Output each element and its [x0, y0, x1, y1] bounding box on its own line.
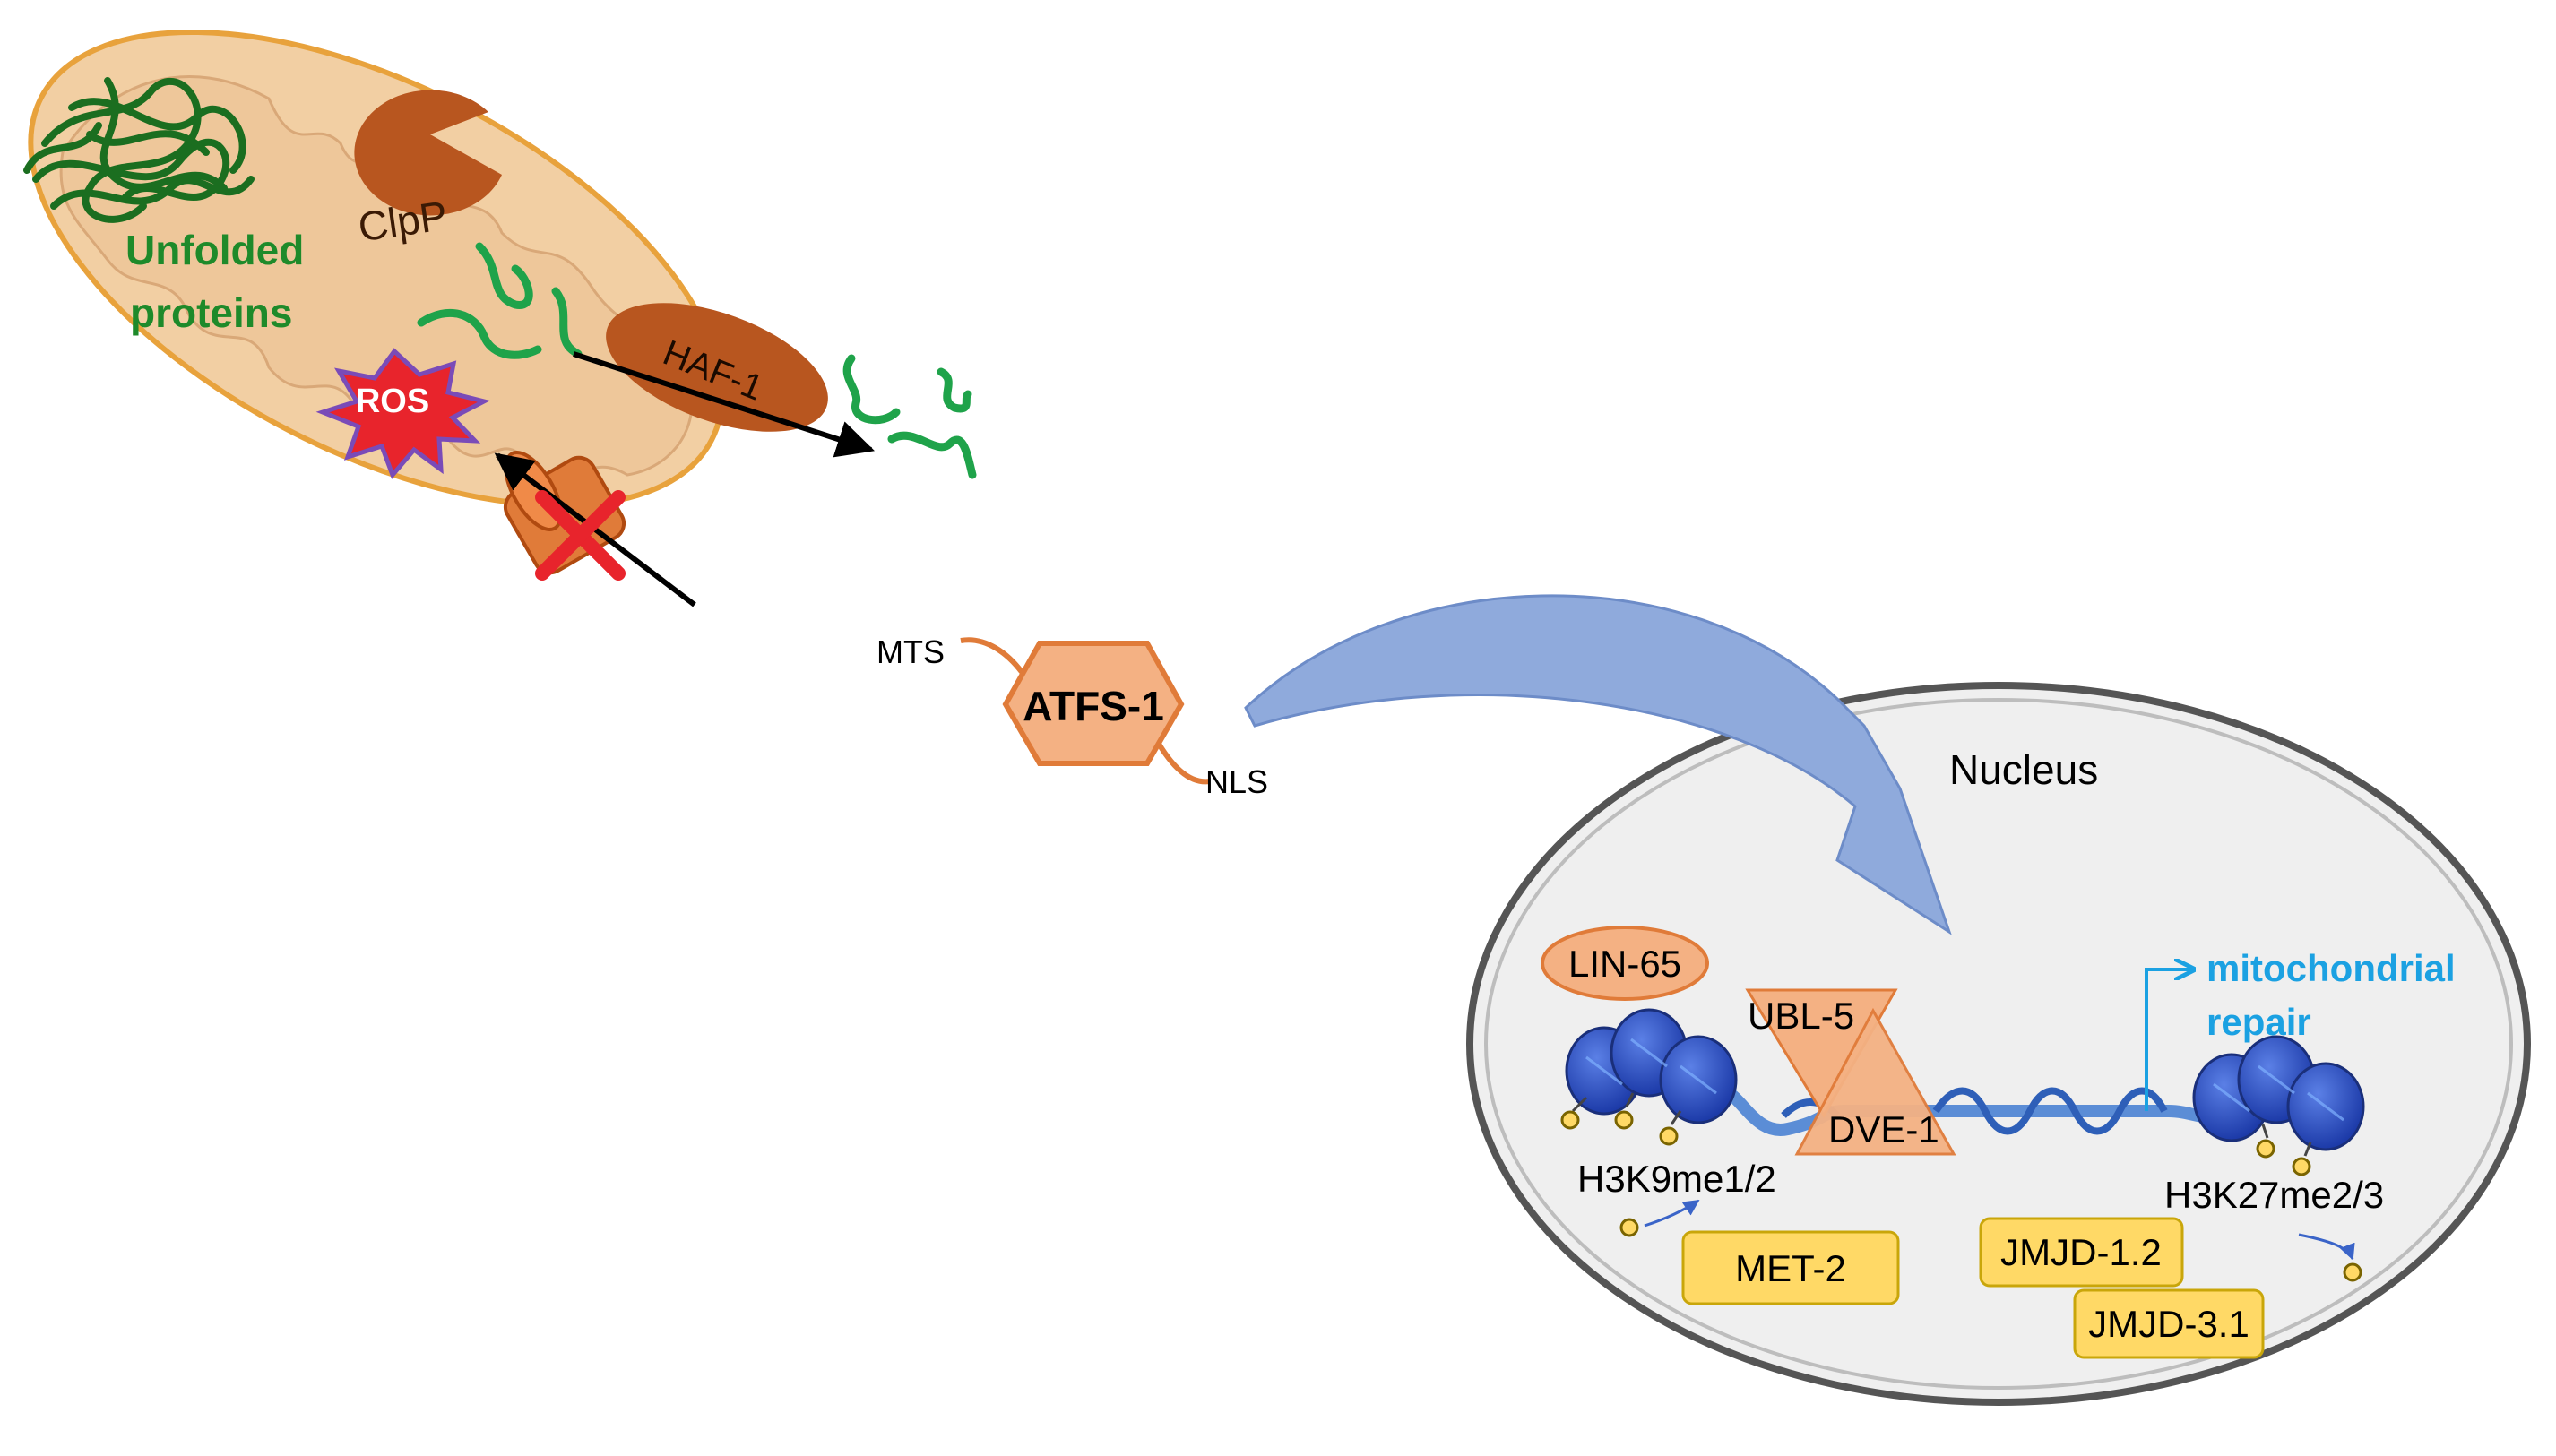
ros-star-icon: [315, 348, 491, 479]
lin65-label: LIN-65: [1568, 943, 1681, 985]
histones-left: [1565, 1008, 1738, 1124]
tim-tom-import-channel: [494, 451, 696, 607]
histones-right: [2192, 1035, 2365, 1151]
nuclear-import-arrow: [1244, 594, 1952, 935]
nls-tail: [1153, 737, 1211, 785]
exported-peptides: [842, 354, 977, 479]
dve1-label: DVE-1: [1828, 1108, 1939, 1150]
demethylation-mark: [2298, 1233, 2362, 1282]
met2-enzyme: MET-2: [1619, 1199, 1900, 1305]
nls-label: NLS: [1205, 763, 1268, 800]
unfolded-proteins-label-line2: proteins: [130, 289, 292, 336]
mts-label: MTS: [876, 633, 945, 670]
clpp-protease: ClpP: [354, 90, 502, 250]
unfolded-protein-strands: [417, 242, 583, 359]
jmjd31-enzyme: JMJD-3.1: [2073, 1288, 2265, 1359]
jmjd31-label: JMJD-3.1: [2088, 1303, 2249, 1345]
mitochondrion: ClpP Unfolded proteins ROS HAF-1: [23, 29, 875, 607]
mts-tail: [960, 637, 1024, 674]
nucleus-envelope: [1466, 682, 2531, 1406]
met2-label: MET-2: [1735, 1247, 1846, 1289]
atfs1-label: ATFS-1: [1023, 683, 1164, 729]
jmjd12-label: JMJD-1.2: [2000, 1231, 2162, 1273]
lin65-factor: LIN-65: [1541, 926, 1709, 1001]
methyl-marks-left: [1560, 1092, 1682, 1146]
atfs1-factor: ATFS-1 MTS NLS: [876, 633, 1268, 800]
nucleus-label: Nucleus: [1949, 746, 2098, 793]
dve1-factor: DVE-1: [1794, 1007, 1956, 1156]
ros-burst: ROS: [315, 348, 491, 479]
ros-label: ROS: [356, 383, 429, 420]
mitochondrial-repair-line2: repair: [2206, 1001, 2311, 1043]
methyl-marks-right: [2256, 1124, 2312, 1176]
atfs1-hexagon: [1002, 641, 1185, 766]
unfolded-protein-aggregate: [23, 77, 255, 223]
peptide-export-arrow: [573, 351, 875, 458]
mitochondrion-cristae: [59, 75, 694, 480]
transcription-arrow: mitochondrial repair: [2145, 947, 2456, 1111]
h3k9-label: H3K9me1/2: [1577, 1158, 1776, 1200]
nucleus-inner-shadow: [1484, 698, 2513, 1390]
h3k27-label: H3K27me2/3: [2164, 1174, 2384, 1216]
unfolded-proteins-label-line1: Unfolded: [125, 227, 304, 273]
jmjd12-enzyme: JMJD-1.2: [1979, 1217, 2184, 1288]
mitochondrial-repair-line1: mitochondrial: [2206, 947, 2456, 989]
ubl5-label: UBL-5: [1748, 995, 1854, 1037]
haf1-transporter: HAF-1: [606, 303, 828, 432]
blocked-x-icon: [535, 490, 626, 581]
